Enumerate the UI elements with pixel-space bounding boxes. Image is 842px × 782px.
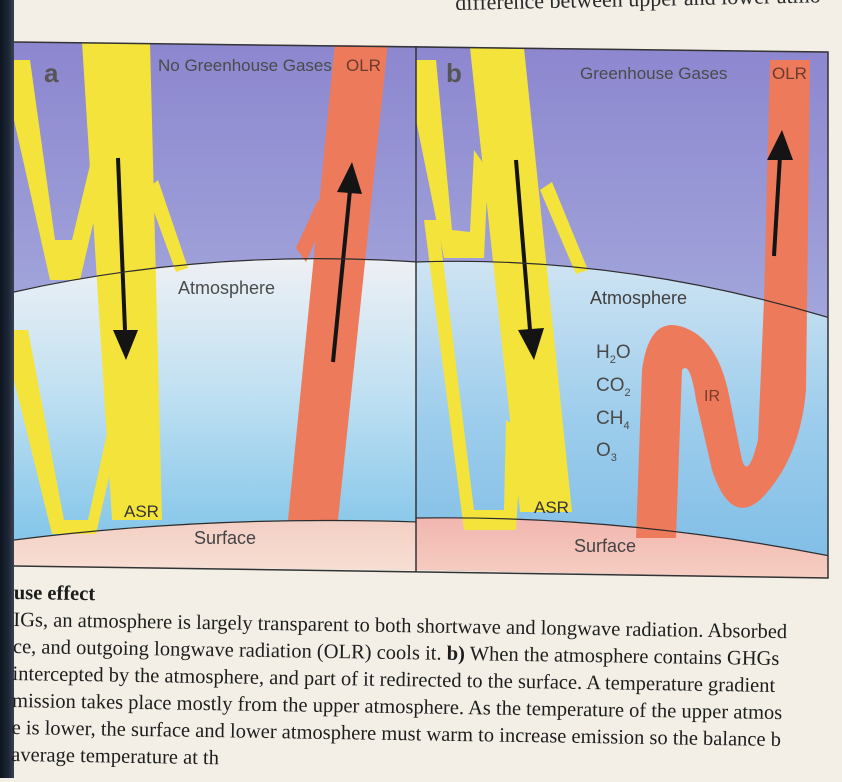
panel-a-surface-layer <box>14 520 416 570</box>
panel-a-surface-line <box>14 519 416 541</box>
panel-b-ir-olr-path <box>636 60 810 538</box>
panel-b-asr-reflect-right <box>540 182 588 274</box>
panel-b-surface-label: Surface <box>574 536 637 556</box>
figure-caption: use effect IGs, an atmosphere is largely… <box>11 580 842 782</box>
panel-b-gas-list: H2O CO2 CH4 O3 <box>596 340 631 471</box>
panel-a-atmosphere-label: Atmosphere <box>178 278 276 298</box>
figure-svg <box>13 41 829 579</box>
panel-a-olr-branch <box>296 200 328 262</box>
panel-b-atmosphere-line <box>416 260 828 319</box>
page-edge-shadow <box>0 0 14 778</box>
panel-b-down-arrow-shaft <box>514 159 532 331</box>
panel-a-down-arrow-shaft <box>116 157 127 331</box>
panel-a-title: No Greenhouse Gases <box>158 56 332 75</box>
panel-a <box>14 42 416 570</box>
caption-panel-b-ref: b) <box>446 642 466 666</box>
panel-a-letter: a <box>44 58 59 88</box>
caption-line-2-tail: When the atmosphere contains GHGs <box>469 643 780 671</box>
gas-item-o3: O3 <box>596 440 617 465</box>
panel-b-asr-reflect-left <box>416 60 488 258</box>
figure-frame <box>13 41 829 579</box>
gas-item-h2o: H2O <box>596 342 631 366</box>
panel-b-surface-layer <box>416 517 828 578</box>
panel-b-up-arrow-head <box>767 130 793 160</box>
gas-item-ch4: CH4 <box>596 407 630 432</box>
panel-b-down-arrow-head <box>518 328 544 360</box>
panel-a-surface-label: Surface <box>194 528 257 548</box>
caption-line-2-text: ce, and outgoing longwave radiation (OLR… <box>12 635 442 665</box>
panel-a-up-arrow-shaft <box>331 189 352 363</box>
panel-b-surface-line <box>416 517 828 557</box>
panel-b-atmosphere-label: Atmosphere <box>590 288 688 308</box>
panel-a-up-arrow-head <box>337 162 362 194</box>
greenhouse-figure: a No Greenhouse Gases OLR Atmosphere ASR… <box>13 41 829 579</box>
panel-b-olr-label: OLR <box>772 64 807 83</box>
panel-b-up-arrow-shaft <box>772 155 782 257</box>
panel-a-asr-reflect-right <box>146 180 188 272</box>
panel-a-atmosphere-line <box>14 258 416 293</box>
panel-b-asr-surface-reflect <box>424 220 522 530</box>
panel-a-down-arrow-head <box>113 330 138 360</box>
gas-item-co2: CO2 <box>596 374 631 399</box>
panel-a-asr-surface-reflect <box>14 330 120 534</box>
panel-a-asr-reflect-left <box>14 60 108 280</box>
panel-b <box>416 46 828 578</box>
panel-b-ir-label: IR <box>704 388 720 405</box>
panel-b-letter: b <box>446 58 462 88</box>
panel-b-title: Greenhouse Gases <box>580 64 728 83</box>
panel-a-asr-label: ASR <box>124 502 159 521</box>
panel-b-asr-label: ASR <box>534 498 569 517</box>
panel-a-olr-label: OLR <box>346 56 381 75</box>
panel-b-asr-beam <box>470 48 572 512</box>
panel-a-olr-beam <box>288 42 388 520</box>
